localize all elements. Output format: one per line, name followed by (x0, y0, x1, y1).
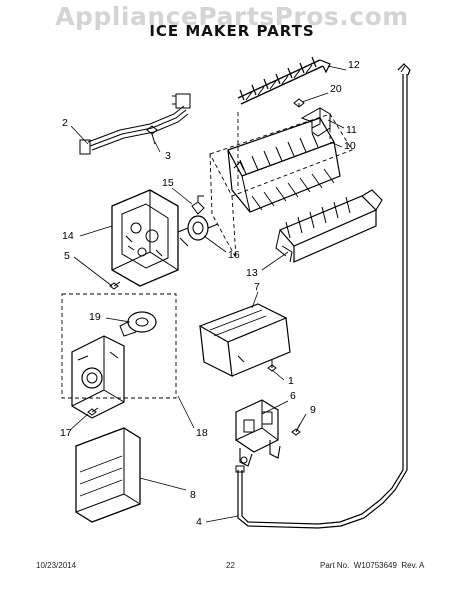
clip-15 (191, 195, 205, 215)
leader-lines (69, 65, 347, 523)
footer-page-number: 22 (226, 561, 235, 570)
callout-19: 19 (89, 311, 101, 323)
control-board-assembly (71, 335, 125, 419)
stripper-heater (275, 189, 383, 263)
callout-3: 3 (165, 150, 171, 162)
ejector-shaft (237, 56, 331, 105)
callout-5: 5 (64, 250, 70, 262)
footer-part-number: Part No. W10753649 Rev. A (320, 561, 425, 570)
callout-13: 13 (246, 267, 258, 279)
callout-14: 14 (62, 230, 74, 242)
diagram-title: ICE MAKER PARTS (149, 22, 315, 40)
callout-2: 2 (62, 117, 68, 129)
front-cover-8 (75, 427, 141, 523)
callout-17: 17 (60, 427, 72, 439)
callout-16: 16 (228, 249, 240, 261)
gear-motor-19 (119, 311, 157, 337)
callout-11: 11 (346, 124, 357, 136)
screw-1 (267, 360, 277, 372)
callout-4: 4 (196, 516, 202, 528)
callout-1: 1 (288, 375, 294, 387)
fill-tube (235, 63, 411, 529)
wire-harness (79, 93, 191, 155)
callout-10: 10 (344, 140, 356, 152)
bracket-11 (300, 107, 331, 137)
callout-6: 6 (290, 390, 296, 402)
control-module-housing (111, 189, 179, 287)
callout-12: 12 (348, 59, 360, 71)
screw-9 (291, 423, 301, 436)
callout-9: 9 (310, 404, 316, 416)
screw-3 (146, 125, 158, 145)
callout-8: 8 (190, 489, 196, 501)
footer-date: 10/23/2014 (36, 561, 77, 570)
callout-15: 15 (162, 177, 174, 189)
screw-5 (109, 281, 121, 290)
watermark: AppliancePartsPros.com (55, 2, 409, 31)
motor-16 (177, 215, 219, 247)
ice-mold-dashed-outline (209, 112, 353, 259)
cover-7 (198, 303, 291, 378)
callout-20: 20 (330, 83, 342, 95)
module-assembly-dashed-box (61, 293, 177, 399)
ice-mold-tray (227, 117, 341, 213)
screw-20 (293, 98, 305, 108)
water-valve (235, 399, 281, 467)
callout-18: 18 (196, 427, 208, 439)
callout-7: 7 (254, 281, 260, 293)
screw-17 (87, 407, 99, 416)
